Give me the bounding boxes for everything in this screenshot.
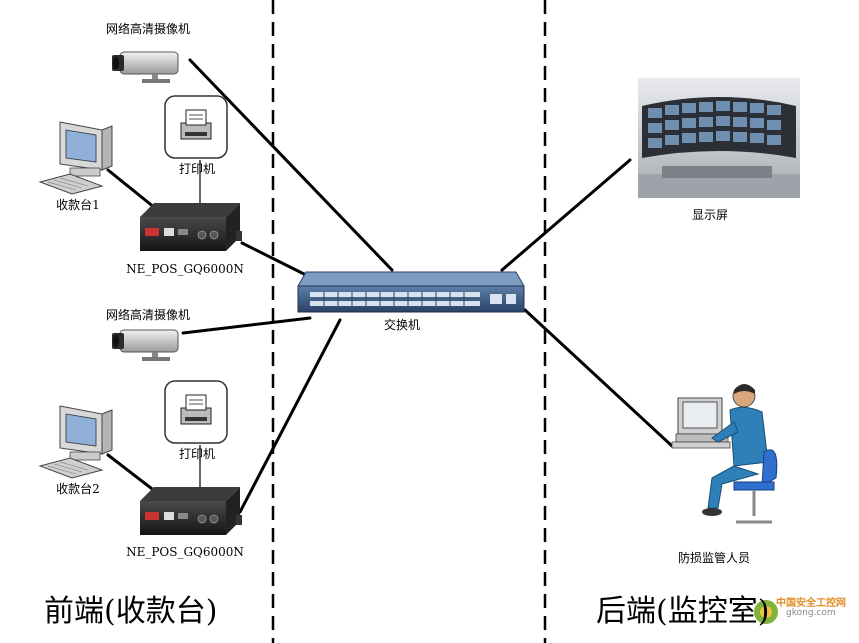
device-top-label: NE_POS_GQ6000N: [126, 262, 244, 276]
link-switch-operator: [523, 308, 674, 448]
display-label: 显示屏: [691, 208, 729, 222]
computer-icon: [38, 121, 113, 195]
printer-bottom-label: 打印机: [178, 447, 216, 461]
device-bottom-label: NE_POS_GQ6000N: [126, 545, 244, 559]
camera-top-label: 网络高清摄像机: [105, 22, 191, 36]
pos-device-icon: [140, 203, 242, 251]
watermark-logo-icon: [754, 600, 778, 624]
switch-label: 交换机: [383, 318, 421, 332]
computer-icon: [38, 405, 113, 479]
link-device-top-switch: [240, 241, 314, 280]
connections: [106, 58, 674, 514]
link-switch-display: [500, 158, 632, 272]
printer-icon: [164, 380, 228, 444]
printer-top-label: 打印机: [178, 162, 216, 176]
link-device-bottom-switch: [238, 318, 342, 514]
printer-icon: [164, 95, 228, 159]
operator-icon: [671, 384, 778, 524]
switch-icon: [297, 271, 525, 313]
pos2-label: 收款台2: [56, 482, 100, 496]
link-camera-top-switch: [188, 58, 394, 272]
link-pos2-device: [106, 453, 162, 497]
pos1-label: 收款台1: [56, 198, 100, 212]
camera-icon: [112, 329, 179, 361]
section-front-title: 前端(收款台): [44, 594, 218, 629]
camera-icon: [112, 51, 179, 83]
pos-device-icon: [140, 487, 242, 535]
link-pos1-device: [106, 168, 162, 214]
section-back-title: 后端(监控室): [596, 594, 770, 629]
video-wall-icon: [638, 78, 800, 198]
operator-label: 防损监管人员: [677, 551, 751, 565]
link-camera-bottom-switch: [181, 316, 312, 335]
camera-bottom-label: 网络高清摄像机: [105, 308, 191, 322]
watermark-brand: 中国安全工控网: [776, 598, 846, 609]
watermark-url: gkong.com: [786, 608, 836, 618]
